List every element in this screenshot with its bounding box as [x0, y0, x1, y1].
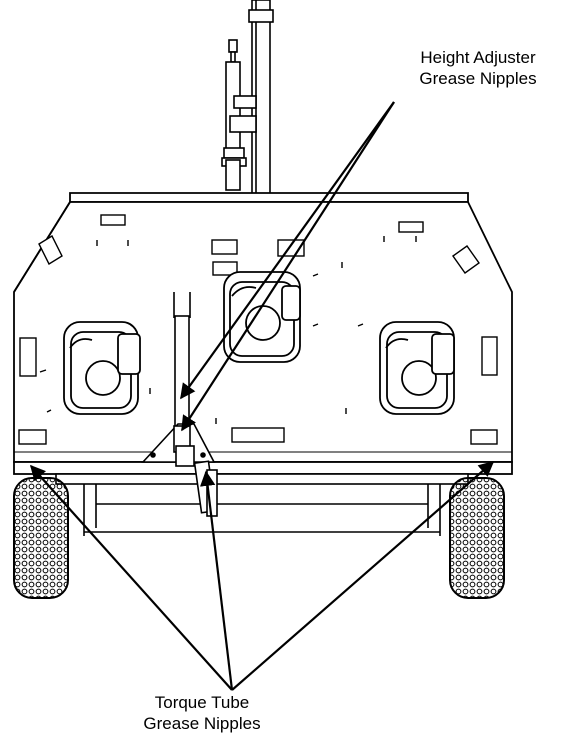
torque-tube-label-line2: Grease Nipples — [143, 714, 261, 733]
wheel-right — [449, 477, 505, 599]
height-adjuster-label-line2: Grease Nipples — [419, 69, 537, 88]
height-adjuster-label-line1: Height Adjuster — [420, 48, 536, 67]
jack-stand — [221, 39, 257, 191]
height-adjuster-label: Height Adjuster Grease Nipples — [386, 47, 570, 89]
deck-decals — [18, 214, 498, 445]
engine-right — [379, 321, 455, 415]
wheel-left — [13, 477, 69, 599]
engine-left — [63, 321, 141, 415]
height-adjuster — [141, 292, 216, 467]
torque-tube — [55, 460, 469, 536]
torque-tube-label-line1: Torque Tube — [154, 693, 250, 712]
torque-tube-label: Torque Tube Grease Nipples — [108, 692, 296, 734]
callout-arrows — [29, 101, 495, 691]
deck-marks — [39, 236, 417, 424]
engine-center — [223, 271, 301, 363]
